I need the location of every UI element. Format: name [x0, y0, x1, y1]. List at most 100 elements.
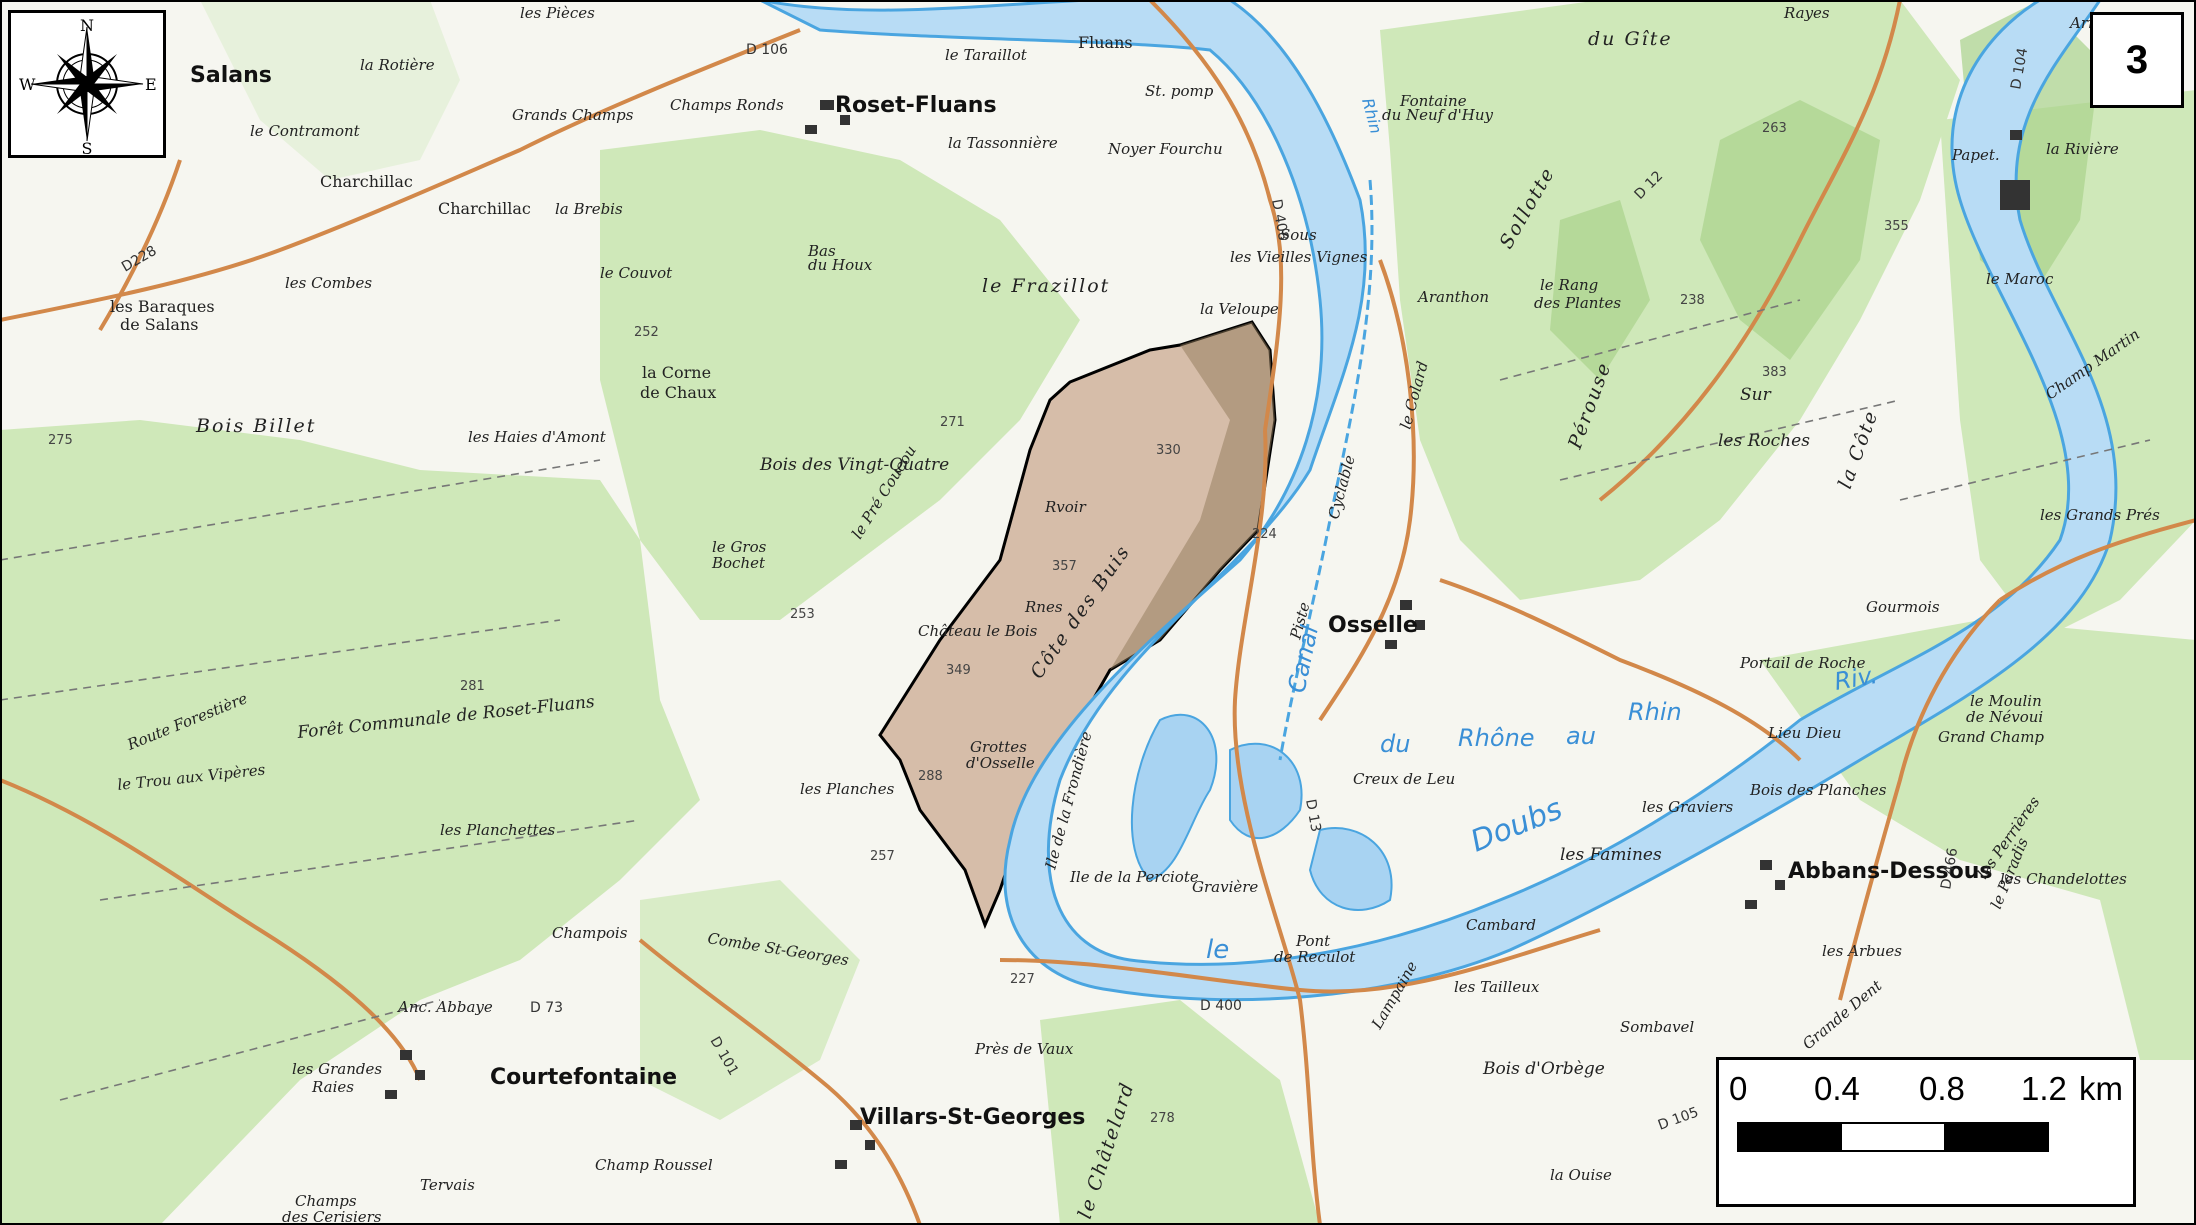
- svg-text:la Brebis: la Brebis: [555, 200, 623, 218]
- label-salans: Salans: [190, 63, 272, 88]
- svg-text:le Gros: le Gros: [712, 538, 767, 556]
- scale-tick-2: 0.8: [1919, 1070, 1965, 1107]
- compass-east: E: [145, 75, 157, 94]
- svg-text:du Houx: du Houx: [808, 256, 873, 274]
- compass-south: S: [82, 139, 93, 155]
- svg-text:Portail de Roche: Portail de Roche: [1739, 654, 1866, 672]
- svg-text:le: le: [1206, 935, 1229, 965]
- svg-text:Cambard: Cambard: [1466, 916, 1536, 934]
- svg-text:D 408: D 408: [1268, 198, 1291, 242]
- svg-text:le Maroc: le Maroc: [1986, 270, 2054, 288]
- label-roset-fluans: Roset-Fluans: [835, 93, 997, 118]
- svg-text:253: 253: [790, 607, 815, 622]
- svg-text:les Famines: les Famines: [1560, 845, 1662, 865]
- svg-text:Creux de Leu: Creux de Leu: [1353, 770, 1455, 788]
- label-courtefontaine: Courtefontaine: [490, 1065, 677, 1090]
- study-area-shading: [1110, 322, 1275, 670]
- svg-text:D 104: D 104: [2008, 47, 2031, 91]
- svg-text:Sous: Sous: [1280, 226, 1317, 244]
- svg-text:les Arbues: les Arbues: [1822, 942, 1902, 960]
- svg-text:les Grands Prés: les Grands Prés: [2040, 506, 2160, 524]
- svg-text:D 73: D 73: [530, 1000, 563, 1016]
- svg-text:Grands Champs: Grands Champs: [512, 106, 634, 124]
- svg-text:330: 330: [1156, 443, 1181, 458]
- canal: [1278, 179, 1374, 761]
- svg-text:Grottes: Grottes: [970, 738, 1027, 756]
- svg-text:le Moulin: le Moulin: [1970, 692, 2042, 710]
- svg-text:Rayes: Rayes: [1783, 4, 1830, 22]
- svg-text:les Combes: les Combes: [285, 274, 372, 292]
- svg-text:Pont: Pont: [1295, 932, 1331, 950]
- scale-bar-box: 0 0.4 0.8 1.2 km: [1716, 1057, 2136, 1207]
- svg-text:la Corne: la Corne: [642, 363, 711, 382]
- svg-text:des Cerisiers: des Cerisiers: [282, 1208, 382, 1225]
- svg-text:le Contramont: le Contramont: [250, 122, 361, 140]
- svg-text:Rhône: Rhône: [1458, 724, 1535, 752]
- svg-text:les Tailleux: les Tailleux: [1454, 978, 1540, 996]
- svg-text:du Gîte: du Gîte: [1588, 28, 1673, 50]
- svg-text:Sombavel: Sombavel: [1620, 1018, 1694, 1036]
- compass-west: W: [19, 75, 36, 94]
- svg-text:des Plantes: des Plantes: [1534, 294, 1621, 312]
- svg-text:la Tassonnière: la Tassonnière: [948, 134, 1058, 152]
- svg-text:Bois d'Orbège: Bois d'Orbège: [1482, 1059, 1605, 1079]
- svg-text:Papet.: Papet.: [1951, 146, 2000, 164]
- svg-text:278: 278: [1150, 1111, 1175, 1126]
- svg-text:les Grandes: les Grandes: [292, 1060, 382, 1078]
- svg-text:la Veloupe: la Veloupe: [1200, 300, 1279, 318]
- svg-text:le Taraillot: le Taraillot: [945, 46, 1028, 64]
- svg-text:252: 252: [634, 325, 659, 340]
- svg-text:D 106: D 106: [746, 42, 788, 58]
- scale-segment-3: [1944, 1124, 2048, 1150]
- svg-text:Grand Champ: Grand Champ: [1938, 728, 2044, 746]
- svg-text:de Reculot: de Reculot: [1274, 948, 1356, 966]
- scale-tick-1: 0.4: [1814, 1070, 1860, 1107]
- svg-text:Champs Ronds: Champs Ronds: [670, 96, 784, 114]
- svg-text:Tervais: Tervais: [420, 1176, 475, 1194]
- svg-text:257: 257: [870, 849, 895, 864]
- compass-rose: N S W E: [8, 10, 166, 158]
- svg-text:281: 281: [460, 679, 485, 694]
- scale-unit: km: [2079, 1070, 2123, 1107]
- svg-text:D 13: D 13: [1302, 798, 1323, 833]
- svg-text:Raies: Raies: [311, 1078, 354, 1096]
- svg-text:383: 383: [1762, 365, 1787, 380]
- svg-text:Anc. Abbaye: Anc. Abbaye: [396, 998, 493, 1016]
- svg-text:la Rivière: la Rivière: [2046, 140, 2119, 158]
- svg-text:275: 275: [48, 433, 73, 448]
- svg-text:les Graviers: les Graviers: [1642, 798, 1734, 816]
- svg-text:la Ouise: la Ouise: [1550, 1166, 1612, 1184]
- svg-text:288: 288: [918, 769, 943, 784]
- svg-text:le Couvot: le Couvot: [600, 264, 673, 282]
- svg-text:les Pièces: les Pièces: [520, 4, 595, 22]
- svg-text:Bois des Planches: Bois des Planches: [1749, 781, 1887, 799]
- sheet-number-text: 3: [2125, 37, 2149, 82]
- svg-text:Gravière: Gravière: [1192, 878, 1258, 896]
- svg-text:les Baraques: les Baraques: [110, 297, 215, 316]
- svg-text:les Chandelottes: les Chandelottes: [2000, 870, 2127, 888]
- svg-text:Rvoir: Rvoir: [1044, 498, 1087, 516]
- settlement-buildings: [385, 100, 2030, 1169]
- svg-text:Sur: Sur: [1740, 385, 1772, 405]
- label-abbans-dessous: Abbans-Dessous: [1788, 859, 1993, 884]
- svg-text:Gourmois: Gourmois: [1866, 598, 1940, 616]
- svg-text:Fontaine: Fontaine: [1399, 92, 1467, 110]
- svg-text:D 466: D 466: [1938, 847, 1961, 891]
- svg-text:357: 357: [1052, 559, 1077, 574]
- scale-tick-3: 1.2: [2021, 1070, 2067, 1107]
- svg-text:au: au: [1566, 722, 1596, 750]
- compass-north: N: [80, 16, 94, 35]
- svg-text:238: 238: [1680, 293, 1705, 308]
- svg-text:349: 349: [946, 663, 971, 678]
- svg-text:le Frazillot: le Frazillot: [982, 275, 1110, 297]
- svg-text:les Planches: les Planches: [800, 780, 895, 798]
- svg-text:de Chaux: de Chaux: [640, 383, 716, 402]
- secondary-roads: [0, 299, 2151, 1101]
- svg-text:271: 271: [940, 415, 965, 430]
- svg-text:Aranthon: Aranthon: [1416, 288, 1489, 306]
- label-villars-st-georges: Villars-St-Georges: [860, 1105, 1085, 1130]
- elevation-points: 330 357 349 288 257 224 227 253 271 281 …: [48, 121, 1909, 1126]
